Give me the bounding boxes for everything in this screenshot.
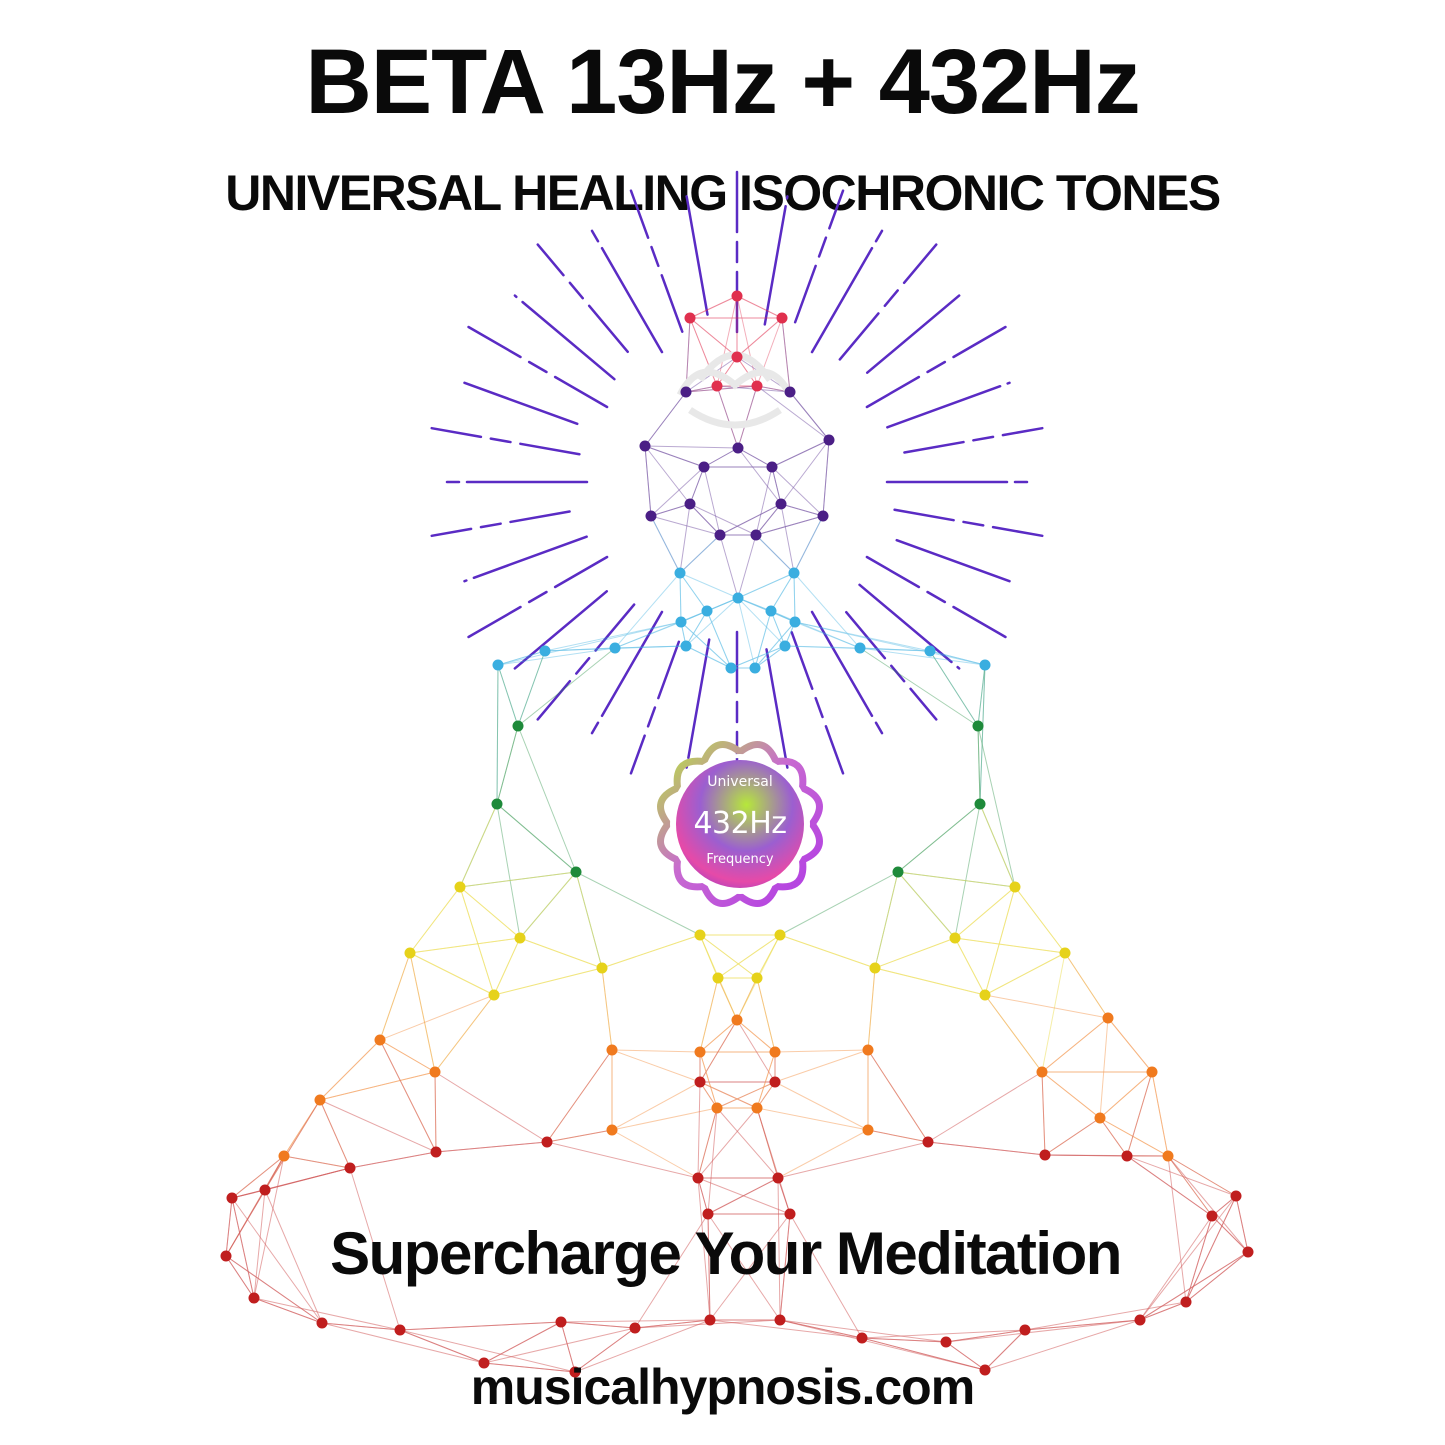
page-title: BETA 13Hz + 432Hz — [305, 31, 1140, 133]
badge-bottom-text: Frequency — [706, 852, 774, 867]
lotus-badge-icon — [657, 741, 823, 907]
website-link[interactable]: musicalhypnosis.com — [470, 1359, 975, 1415]
badge-top-text: Universal — [707, 774, 773, 790]
badge-main-text: 432Hz — [693, 806, 787, 841]
432hz-badge: Universal 432Hz Frequency — [640, 722, 840, 922]
network-lines — [225, 295, 1249, 1373]
chakra-nodes — [220, 290, 1254, 1378]
tagline: Supercharge Your Meditation — [330, 1220, 1122, 1287]
page-subtitle: UNIVERSAL HEALING ISOCHRONIC TONES — [225, 165, 1221, 221]
light-rays-icon — [430, 170, 1044, 794]
